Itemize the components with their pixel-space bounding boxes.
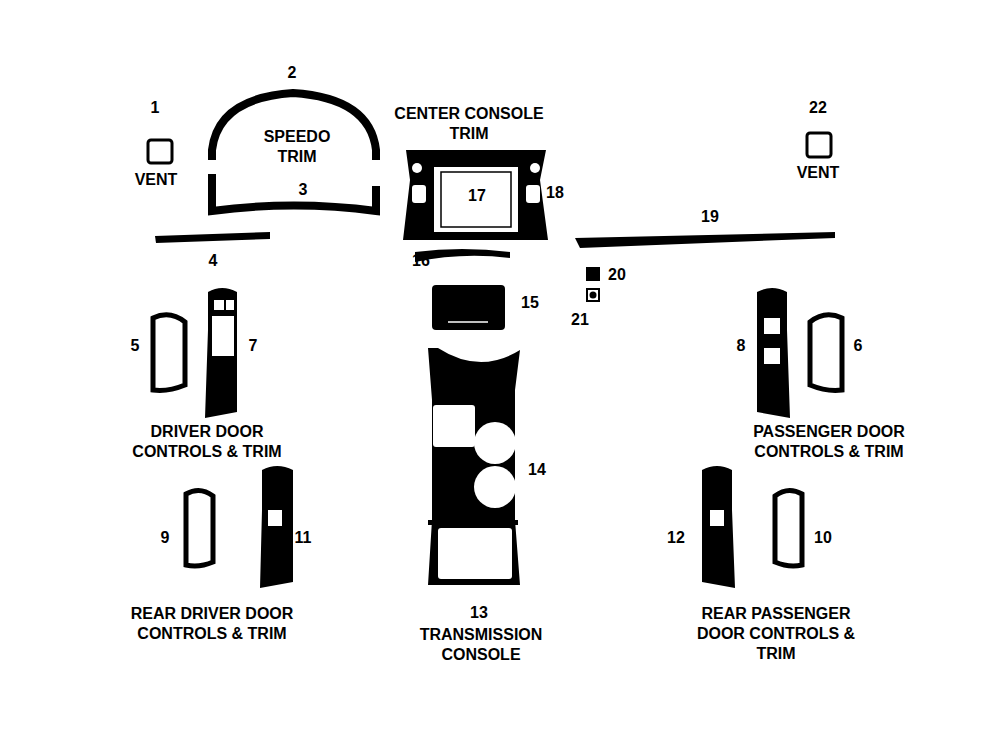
callout-number: 21: [560, 310, 600, 330]
callout-number: 8: [721, 336, 761, 356]
part-label: TRANSMISSION CONSOLE: [394, 625, 569, 665]
callout-number: 12: [656, 528, 696, 548]
switch-hole: [226, 300, 234, 310]
callout-number: 18: [535, 183, 575, 203]
callout-number: 19: [690, 207, 730, 227]
speedo-trim-bottom: [212, 174, 376, 211]
small-trim-hole: [590, 292, 597, 299]
callout-number: 7: [233, 336, 273, 356]
part-label: REAR DRIVER DOOR CONTROLS & TRIM: [107, 604, 317, 644]
window-switch-panel: [205, 288, 237, 418]
switch-hole: [268, 510, 282, 526]
switch-hole: [214, 300, 224, 310]
pocket-line: [448, 321, 488, 323]
callout-number: 2: [272, 63, 312, 83]
console-cutout: [438, 528, 512, 579]
button-hole: [412, 185, 426, 203]
part-label: VENT: [783, 163, 853, 183]
callout-number: 13: [459, 603, 499, 623]
callout-number: 6: [838, 336, 878, 356]
knob-hole: [530, 163, 540, 173]
switch-hole: [764, 318, 780, 334]
part-label: CENTER CONSOLE TRIM: [377, 104, 562, 144]
window-switch-panel: [757, 288, 790, 418]
knob-hole: [412, 163, 422, 173]
callout-number: 11: [283, 528, 323, 548]
callout-number: 1: [135, 98, 175, 118]
cupholder: [474, 422, 516, 464]
center-console-trim: [403, 150, 548, 240]
callout-number: 3: [283, 180, 323, 200]
vent-trim: [807, 133, 831, 157]
transmission-console: [428, 348, 520, 585]
small-trim: [586, 267, 600, 281]
callout-number: 20: [597, 265, 637, 285]
door-handle-trim: [186, 490, 213, 566]
switch-hole: [710, 510, 724, 526]
vent-trim: [148, 140, 172, 163]
small-trim: [587, 289, 599, 301]
callout-number: 17: [457, 186, 497, 206]
cupholder: [474, 466, 516, 508]
callout-number: 9: [145, 528, 185, 548]
callout-number: 22: [798, 98, 838, 118]
callout-number: 5: [115, 336, 155, 356]
part-label: REAR PASSENGER DOOR CONTROLS & TRIM: [691, 604, 861, 664]
dash-strip: [155, 232, 270, 243]
door-handle-trim: [775, 490, 802, 566]
console-cutout: [433, 405, 475, 447]
part-label: VENT: [121, 170, 191, 190]
button-hole: [526, 185, 540, 203]
console-strip: [428, 520, 518, 525]
switch-hole: [212, 316, 234, 356]
passenger-dash-strip: [575, 232, 835, 248]
switch-hole: [764, 348, 780, 364]
part-label: PASSENGER DOOR CONTROLS & TRIM: [732, 422, 927, 462]
callout-number: 14: [517, 460, 557, 480]
window-switch-panel: [702, 466, 735, 588]
callout-number: 15: [510, 293, 550, 313]
callout-number: 10: [803, 528, 843, 548]
part-label: SPEEDO TRIM: [242, 127, 352, 167]
part-label: DRIVER DOOR CONTROLS & TRIM: [120, 422, 295, 462]
door-handle-trim: [810, 315, 842, 391]
screen-trim: [433, 166, 519, 233]
door-handle-trim: [153, 315, 185, 391]
screen-inner: [441, 172, 511, 227]
callout-number: 16: [401, 251, 441, 271]
console-pocket-trim: [432, 285, 505, 330]
callout-number: 4: [193, 251, 233, 271]
window-switch-panel: [260, 466, 293, 588]
